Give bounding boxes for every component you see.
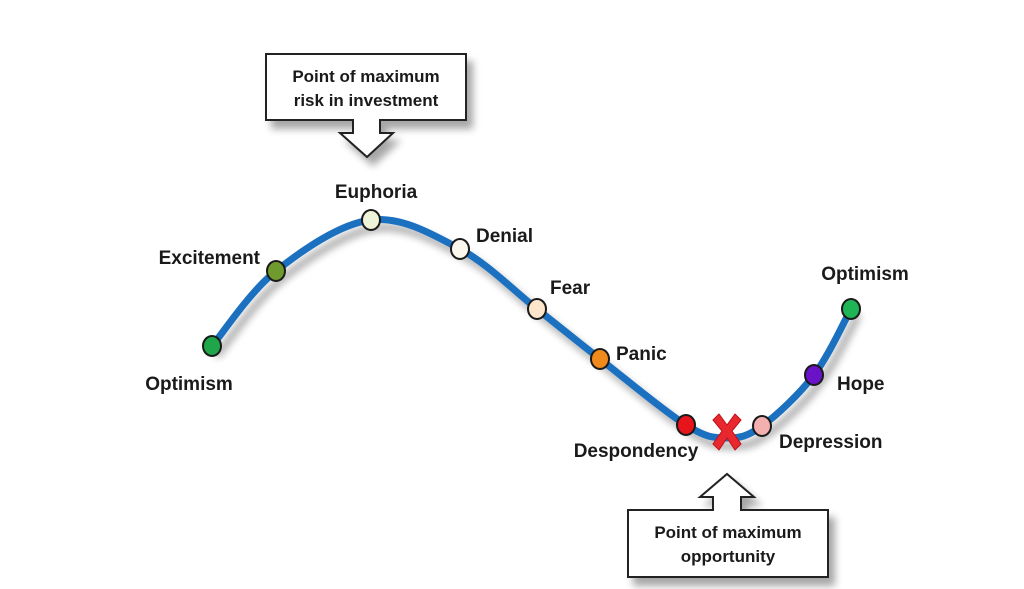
stage-node-optimism xyxy=(202,335,222,357)
arrow-down-icon xyxy=(337,121,396,159)
stage-node-depression xyxy=(752,415,772,437)
stage-node-hope xyxy=(804,364,824,386)
stage-node-optimism xyxy=(841,298,861,320)
stage-label-hope: Hope xyxy=(837,374,885,395)
max-opportunity-callout xyxy=(627,472,829,578)
x-mark-icon xyxy=(712,413,742,451)
arrow-up-icon xyxy=(697,472,757,509)
cycle-curve xyxy=(208,216,855,442)
stage-node-panic xyxy=(590,348,610,370)
stage-label-despondency: Despondency xyxy=(574,441,699,462)
stage-node-excitement xyxy=(266,260,286,282)
stage-label-optimism: Optimism xyxy=(821,264,909,285)
callout-box xyxy=(265,53,467,121)
stage-node-denial xyxy=(450,238,470,260)
max-risk-line1: Point of maximum xyxy=(292,67,439,86)
max-opportunity-line1: Point of maximum xyxy=(654,523,801,542)
max-risk-line2: risk in investment xyxy=(294,91,439,110)
stage-label-panic: Panic xyxy=(616,344,667,365)
stage-label-optimism: Optimism xyxy=(145,374,233,395)
max-opportunity-line2: opportunity xyxy=(681,547,776,566)
stage-node-euphoria xyxy=(361,209,381,231)
stage-label-denial: Denial xyxy=(476,226,533,247)
stage-node-fear xyxy=(527,298,547,320)
stage-label-fear: Fear xyxy=(550,278,591,299)
stage-label-euphoria: Euphoria xyxy=(335,182,418,203)
stage-node-despondency xyxy=(676,414,696,436)
callout-box xyxy=(627,509,829,578)
stage-label-excitement: Excitement xyxy=(159,248,261,269)
stage-label-depression: Depression xyxy=(779,432,882,453)
max-risk-callout xyxy=(265,53,467,159)
